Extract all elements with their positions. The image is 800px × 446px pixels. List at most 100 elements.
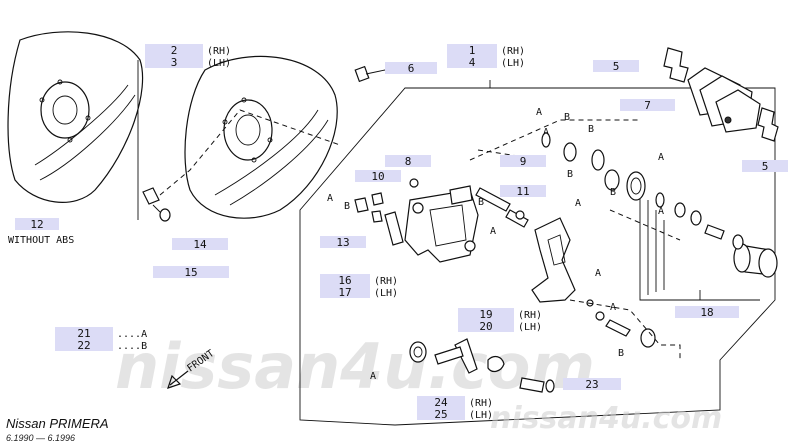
leader-dash-shield (159, 109, 341, 196)
marker-b: B (618, 348, 624, 359)
marker-a: A (536, 107, 542, 118)
callout-number: 5 (613, 60, 620, 73)
marker-a: A (490, 226, 496, 237)
callout-suffix: ....A (117, 329, 147, 340)
callout-box (153, 266, 229, 278)
callout-suffix: ....B (117, 341, 147, 352)
callout-box (593, 60, 639, 72)
callout-c13: 13 (320, 236, 366, 249)
callout-c16: 16(RH) (320, 274, 398, 287)
callout-box (385, 62, 437, 74)
callout-number: 4 (469, 56, 476, 69)
callout-box (620, 99, 675, 111)
callout-c24: 24(RH) (417, 396, 493, 409)
callout-suffix: (LH) (469, 410, 493, 421)
callout-number: 10 (371, 170, 384, 183)
callout-suffix: (LH) (207, 58, 231, 69)
marker-b: B (610, 187, 616, 198)
marker-b: B (564, 112, 570, 123)
callout-box (458, 320, 514, 332)
callout-c22: 22 ....B (55, 339, 147, 352)
callout-number: 6 (408, 62, 415, 75)
marker-a: A (658, 152, 664, 163)
callout-box (500, 155, 546, 167)
callout-number: 21 (77, 327, 90, 340)
marker-a: A (575, 198, 581, 209)
guide-pins (475, 187, 529, 228)
callout-suffix: (RH) (469, 398, 493, 409)
callout-suffix: (RH) (501, 46, 525, 57)
callout-c1: 1(RH) (447, 44, 525, 57)
callout-number: 13 (336, 236, 349, 249)
marker-a: A (370, 371, 376, 382)
callout-c9: 9 (500, 155, 546, 168)
callout-box (563, 378, 621, 390)
callout-box (447, 44, 497, 56)
callout-c23: 23 (563, 378, 621, 391)
callout-c15: 15 (153, 266, 229, 279)
callout-number: 9 (520, 155, 527, 168)
callout-box (355, 170, 401, 182)
callout-number: 17 (338, 286, 351, 299)
callout-c19: 19 (RH) (458, 308, 542, 321)
footer-brand: Nissan PRIMERA (6, 416, 109, 431)
callout-box (417, 408, 465, 420)
piston-seals (541, 132, 702, 226)
callout-number: 19 (479, 308, 492, 321)
callout-number: 18 (700, 306, 713, 319)
bolt-8 (409, 178, 419, 188)
adjuster (519, 377, 555, 393)
callout-suffix: (LH) (501, 58, 525, 69)
bleeder-bolt (354, 65, 386, 83)
callout-box (320, 286, 370, 298)
callout-box (145, 44, 203, 56)
callout-number: 22 (77, 339, 90, 352)
callout-box (55, 339, 113, 351)
shield-bolt (142, 187, 171, 222)
front-arrow-icon (167, 370, 189, 389)
callout-number: 25 (434, 408, 447, 421)
callout-c2: 2 (RH) (145, 44, 231, 57)
callout-c20: 20 (LH) (458, 320, 542, 333)
leader-dash-bleeder (569, 299, 681, 360)
marker-a: A (543, 127, 549, 138)
callout-c11: 11 (500, 185, 546, 198)
callout-number: 5 (762, 160, 769, 173)
kit-bracket (639, 190, 760, 301)
callout-number: 16 (338, 274, 351, 287)
callout-number: 20 (479, 320, 492, 333)
callout-box (458, 308, 514, 320)
callout-c5a: 5 (593, 60, 639, 73)
callout-box (55, 327, 113, 339)
marker-a: A (610, 302, 616, 313)
callout-c18: 18 (675, 306, 739, 319)
marker-b: B (478, 197, 484, 208)
caliper-piston (704, 224, 778, 278)
callout-number: 8 (405, 155, 412, 168)
callout-box (145, 56, 203, 68)
callout-number: 2 (171, 44, 178, 57)
marker-b: B (567, 169, 573, 180)
callout-c7: 7 (620, 99, 675, 112)
callout-number: 14 (193, 238, 207, 251)
marker-a: A (595, 268, 601, 279)
callout-c14: 14 (172, 238, 228, 251)
callout-c17: 17(LH) (320, 286, 398, 299)
callout-number: 11 (516, 185, 529, 198)
callout-c6: 6 (385, 62, 437, 75)
callout-box (385, 155, 431, 167)
pad-guide-dash (469, 119, 640, 161)
marker-b: B (588, 124, 594, 135)
callout-suffix: (RH) (207, 46, 231, 57)
callout-suffix: (LH) (518, 322, 542, 333)
callout-number: 12 (30, 218, 43, 231)
watermark-center: nissan4u.com (115, 330, 595, 403)
callout-suffix: (RH) (518, 310, 542, 321)
callout-box (320, 236, 366, 248)
without-abs-label: WITHOUT ABS (8, 235, 74, 246)
brake-pads (687, 67, 761, 133)
guide-clip (384, 211, 404, 246)
bleeder-screw (586, 299, 656, 348)
